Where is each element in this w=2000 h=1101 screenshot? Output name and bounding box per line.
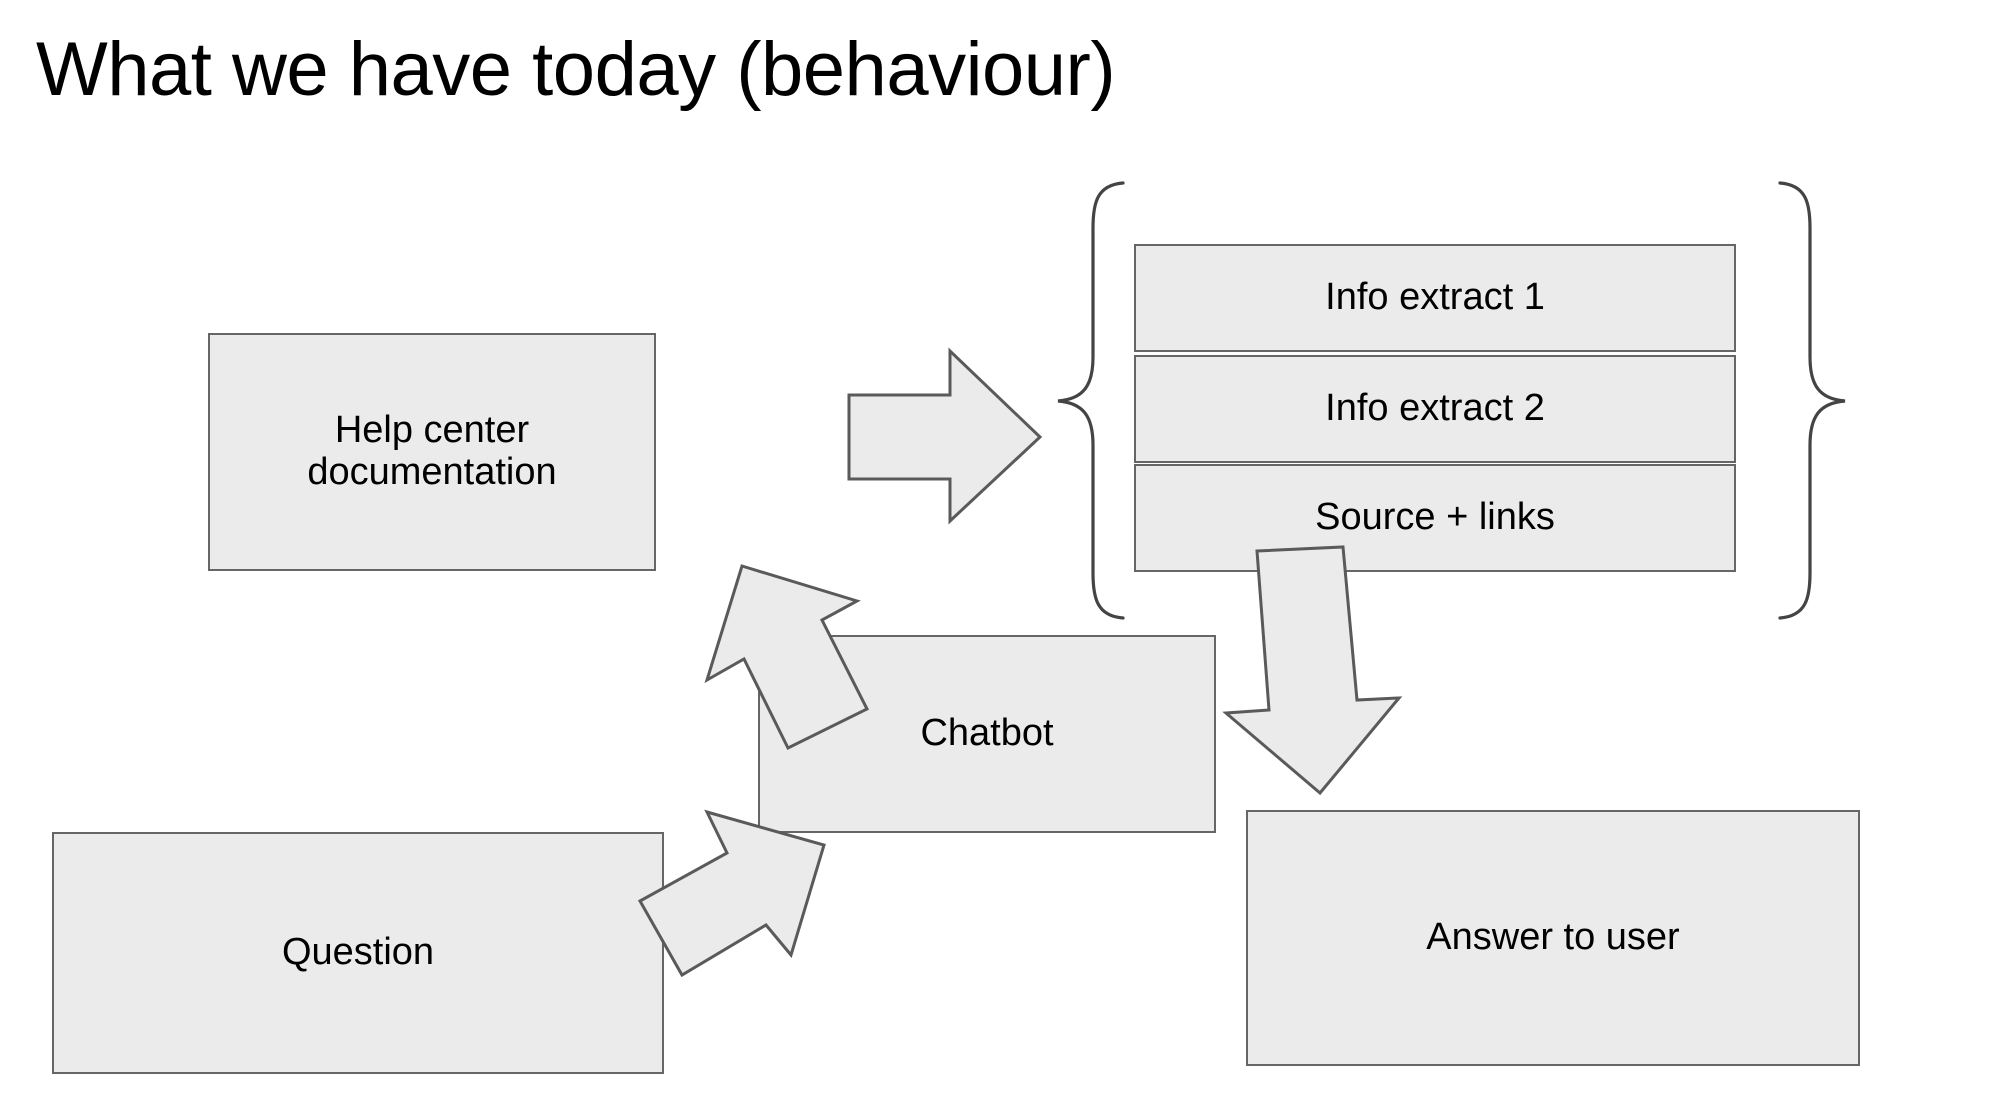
node-source-plus-links[interactable]: Source + links [1134,464,1736,572]
node-chatbot-label: Chatbot [920,712,1054,755]
node-help-center-documentation-label: Help center documentation [307,409,557,493]
node-question[interactable]: Question [52,832,664,1074]
node-answer-to-user-label: Answer to user [1426,916,1680,959]
node-info-extract-1-label: Info extract 1 [1325,276,1545,319]
arrow-source-to-answer-icon [1222,545,1403,796]
node-info-extract-1[interactable]: Info extract 1 [1134,244,1736,352]
page-title: What we have today (behaviour) [36,27,1116,112]
node-answer-to-user[interactable]: Answer to user [1246,810,1860,1066]
right-curly-brace-icon [1778,181,1846,620]
node-info-extract-2[interactable]: Info extract 2 [1134,355,1736,463]
node-source-plus-links-label: Source + links [1315,496,1555,539]
node-chatbot[interactable]: Chatbot [758,635,1216,833]
left-curly-brace-icon [1057,181,1125,620]
node-help-center-documentation[interactable]: Help center documentation [208,333,656,571]
arrow-docs-to-extracts-icon [847,347,1043,525]
node-question-label: Question [281,931,435,974]
node-info-extract-2-label: Info extract 2 [1325,387,1545,430]
arrow-question-to-chatbot-icon [637,809,826,978]
